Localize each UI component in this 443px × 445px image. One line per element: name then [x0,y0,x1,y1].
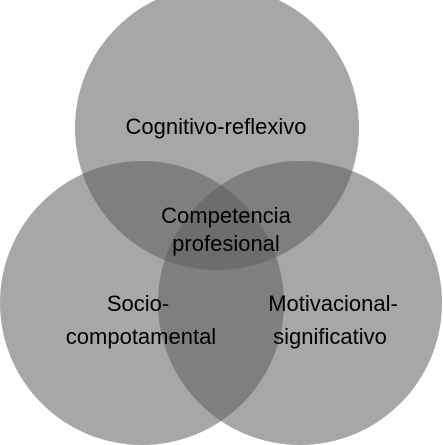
label-intersection-line2: profesional [172,231,280,256]
label-motivacional-line1: Motivacional- [268,291,398,316]
circle-motivacional-significativo [158,161,442,445]
label-intersection-line1: Competencia [161,203,291,228]
label-cognitivo-reflexivo: Cognitivo-reflexivo [126,114,307,139]
label-socio-line1: Socio- [107,291,169,316]
label-motivacional-line2: significativo [273,324,387,349]
label-socio-line2: compotamental [66,324,216,349]
